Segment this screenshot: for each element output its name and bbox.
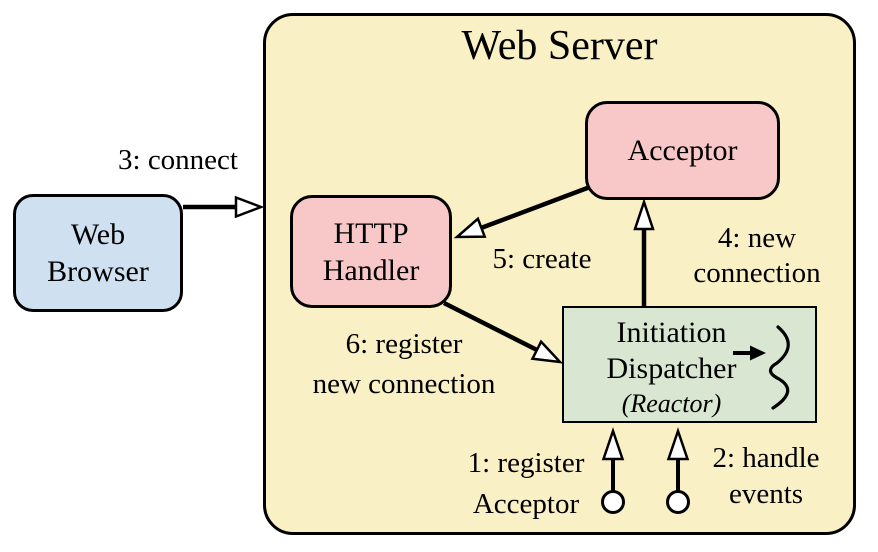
arrow-connect <box>183 195 265 219</box>
edge-label-register-acceptor: 1: register Acceptor <box>468 443 585 525</box>
node-acceptor: Acceptor <box>585 101 780 200</box>
edge-label-new-connection: 4: new connection <box>693 221 820 291</box>
edge-label-connect: 3: connect <box>118 144 238 176</box>
node-web-browser-label-line1: Web <box>70 218 126 251</box>
node-initiation-dispatcher: Initiation Dispatcher (Reactor) <box>562 306 817 423</box>
edge-label-register-acceptor-line2: Acceptor <box>472 488 580 520</box>
dispatcher-label-line2: Dispatcher <box>606 352 737 385</box>
edge-label-register-acceptor-line1: 1: register <box>467 447 585 479</box>
edge-label-handle-events-line1: 2: handle <box>712 442 820 474</box>
edge-label-register-new-connection-line1: 6: register <box>345 328 463 360</box>
node-http-handler-label-line1: HTTP <box>333 216 409 250</box>
edge-label-new-connection-line1: 4: new <box>717 222 797 254</box>
dispatcher-label-line1: Initiation <box>616 316 727 349</box>
node-http-handler: HTTP Handler <box>290 195 452 308</box>
node-web-browser-label-line2: Browser <box>47 255 149 288</box>
web-server-title: Web Server <box>461 23 658 69</box>
edge-label-handle-events-line2: events <box>728 478 804 510</box>
edge-label-register-new-connection: 6: register new connection <box>313 324 496 404</box>
node-web-browser: Web Browser <box>13 194 183 312</box>
node-acceptor-label: Acceptor <box>627 134 738 167</box>
edge-label-register-new-connection-line2: new connection <box>312 368 496 400</box>
node-initiation-dispatcher-label: Initiation Dispatcher (Reactor) <box>564 315 779 421</box>
edge-label-new-connection-line2: connection <box>693 257 821 289</box>
edge-label-handle-events: 2: handle events <box>712 440 819 512</box>
node-http-handler-label-line2: Handler <box>322 253 420 287</box>
dispatcher-sublabel-reactor: (Reactor) <box>621 389 722 418</box>
edge-label-create: 5: create <box>492 243 592 275</box>
